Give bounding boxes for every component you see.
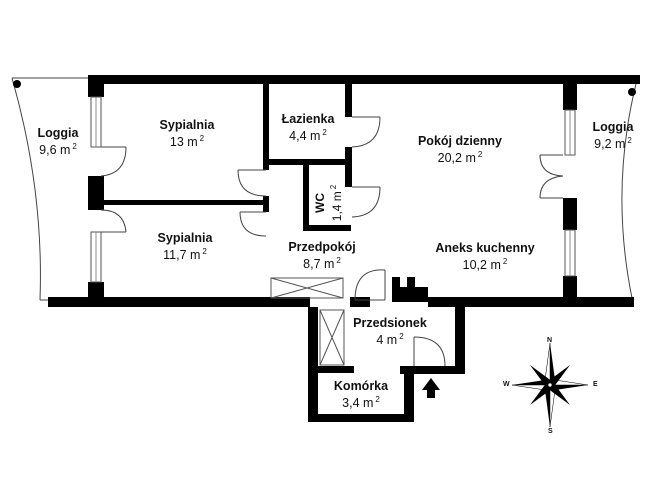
room-name: Przedpokój bbox=[288, 240, 356, 254]
room-name: Łazienka bbox=[281, 112, 335, 126]
room-name: Loggia bbox=[592, 120, 634, 134]
loggia-left-post bbox=[13, 80, 21, 88]
room-area: 1,4 m2 bbox=[329, 184, 344, 222]
room-name: Pokój dzienny bbox=[417, 134, 503, 148]
compass-west: W bbox=[503, 381, 510, 388]
compass-north: N bbox=[547, 337, 553, 344]
room-name: WC bbox=[313, 193, 327, 213]
wardrobes bbox=[270, 277, 345, 366]
room-wc: WC 1,4 m2 bbox=[313, 173, 344, 233]
room-name: Loggia bbox=[37, 126, 79, 140]
loggia-right-post bbox=[628, 88, 636, 96]
room-name: Przedsionek bbox=[353, 316, 427, 330]
room-name: Aneks kuchenny bbox=[435, 241, 535, 255]
entrance-arrow-icon bbox=[422, 378, 440, 398]
room-name: Sypialnia bbox=[157, 231, 213, 245]
walls bbox=[48, 75, 640, 422]
doors bbox=[100, 116, 564, 367]
compass-east: E bbox=[593, 381, 598, 388]
compass-south: S bbox=[548, 428, 553, 435]
room-name: Komórka bbox=[333, 379, 389, 393]
room-name: Sypialnia bbox=[159, 118, 215, 132]
compass-rose-icon bbox=[511, 342, 589, 428]
